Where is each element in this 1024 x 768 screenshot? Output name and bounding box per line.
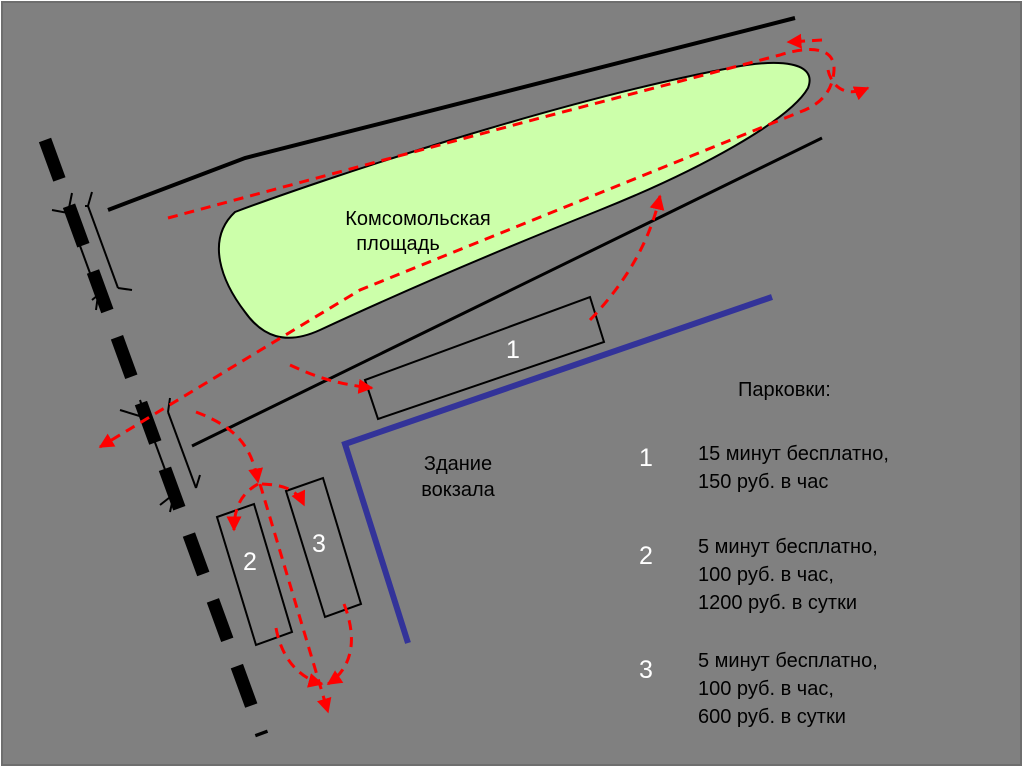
bridge-lower	[119, 397, 201, 513]
legend-item-3-line-1: 5 минут бесплатно,	[698, 650, 878, 672]
legend-item-1-line-1: 15 минут бесплатно,	[698, 443, 889, 465]
legend-number-1: 1	[639, 444, 653, 472]
traffic-routes	[98, 33, 870, 714]
parking-lot-3	[284, 476, 363, 619]
legend-item-2-line-2: 100 руб. в час,	[698, 564, 834, 586]
legend-item-3-line-2: 100 руб. в час,	[698, 678, 834, 700]
komsomolskaya-square-area	[218, 62, 811, 339]
legend-item-2-line-3: 1200 руб. в сутки	[698, 592, 857, 614]
upper-road	[107, 16, 796, 212]
route-upper-top-arrow	[786, 33, 823, 49]
lot-number-3: 3	[312, 530, 326, 558]
route-exit-lot-1	[588, 194, 665, 322]
route-into-lot-3	[261, 482, 306, 507]
lot-number-1: 1	[506, 336, 520, 364]
station-label-line-2: вокзала	[421, 479, 495, 501]
legend-item-1-line-2: 150 руб. в час	[698, 471, 828, 493]
station-building-outline	[341, 294, 773, 644]
legend-number-3: 3	[639, 656, 653, 684]
route-upper-right-arrow	[826, 69, 870, 101]
legend-title: Парковки:	[738, 379, 831, 401]
route-to-lots-2-3	[195, 410, 264, 484]
lot-number-2: 2	[243, 548, 257, 576]
parking-lot-1	[363, 295, 606, 421]
legend-item-3-line-3: 600 руб. в сутки	[698, 706, 846, 728]
legend-number-2: 2	[639, 542, 653, 570]
route-to-lot-1	[289, 363, 374, 394]
station-label-line-1: Здание	[424, 453, 492, 475]
legend: Парковки: 1 15 минут бесплатно, 150 руб.…	[639, 379, 889, 728]
square-label-line-2: площадь	[356, 233, 440, 255]
route-through-lots	[258, 483, 332, 714]
square-label-line-1: Комсомольская	[345, 208, 491, 230]
legend-item-2-line-1: 5 минут бесплатно,	[698, 536, 878, 558]
bridge-upper	[51, 191, 133, 311]
route-exit-lot-2	[274, 627, 324, 688]
route-upper-loop	[98, 48, 836, 449]
lower-road	[191, 136, 823, 448]
parking-lot-2	[215, 502, 294, 647]
route-into-lot-2	[226, 482, 259, 532]
